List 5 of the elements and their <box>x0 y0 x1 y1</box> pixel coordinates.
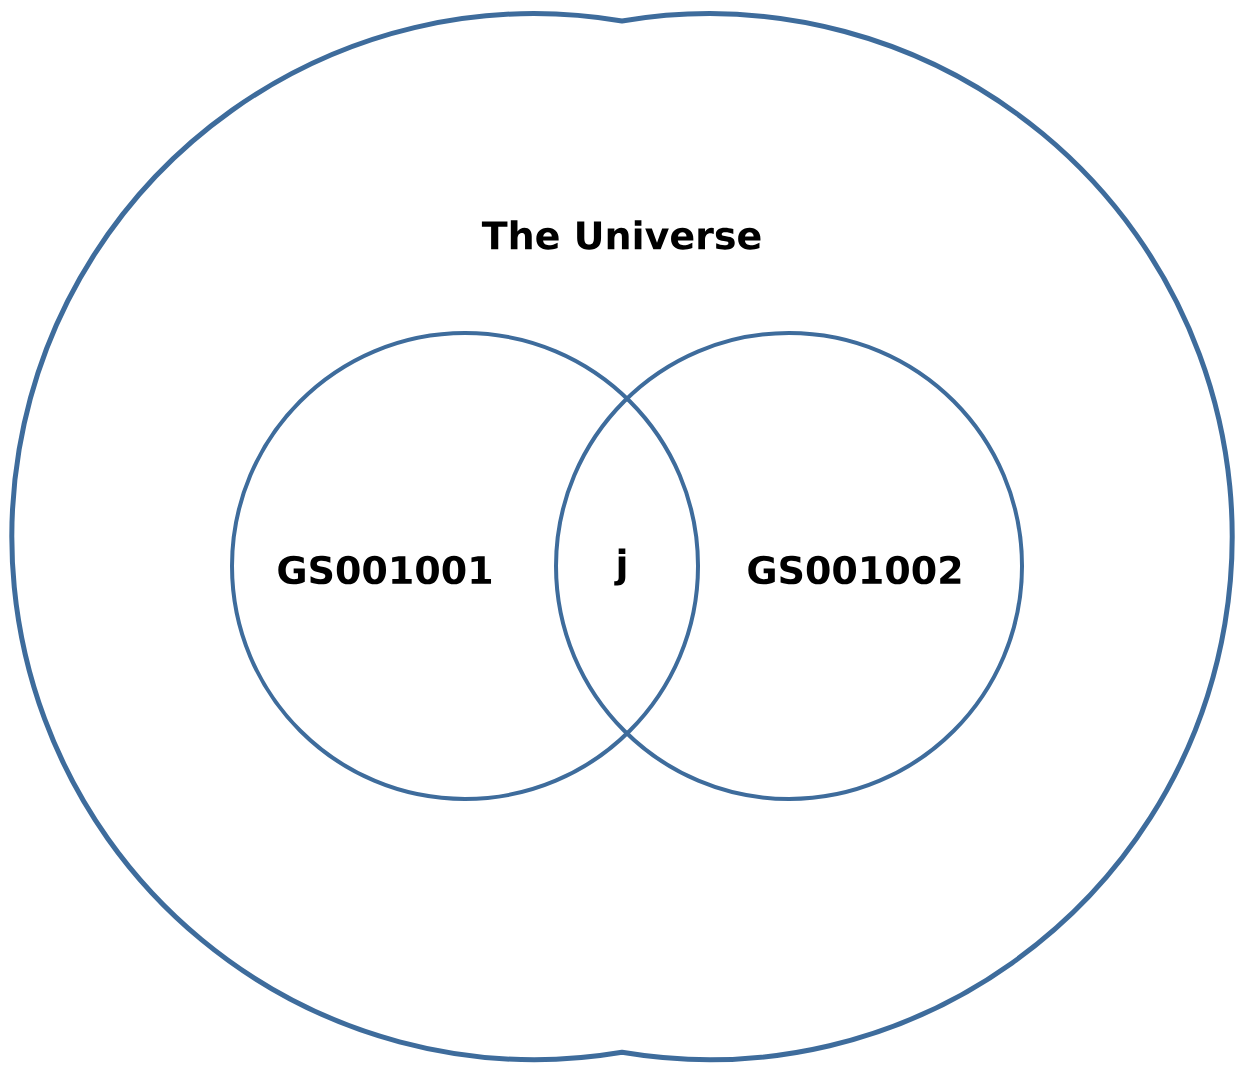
intersection-label: j <box>614 548 626 586</box>
set-label: GS001001 <box>278 555 492 585</box>
set-label: GS001002 <box>748 555 961 585</box>
set-circle <box>554 331 1024 801</box>
set-circle <box>230 331 700 801</box>
